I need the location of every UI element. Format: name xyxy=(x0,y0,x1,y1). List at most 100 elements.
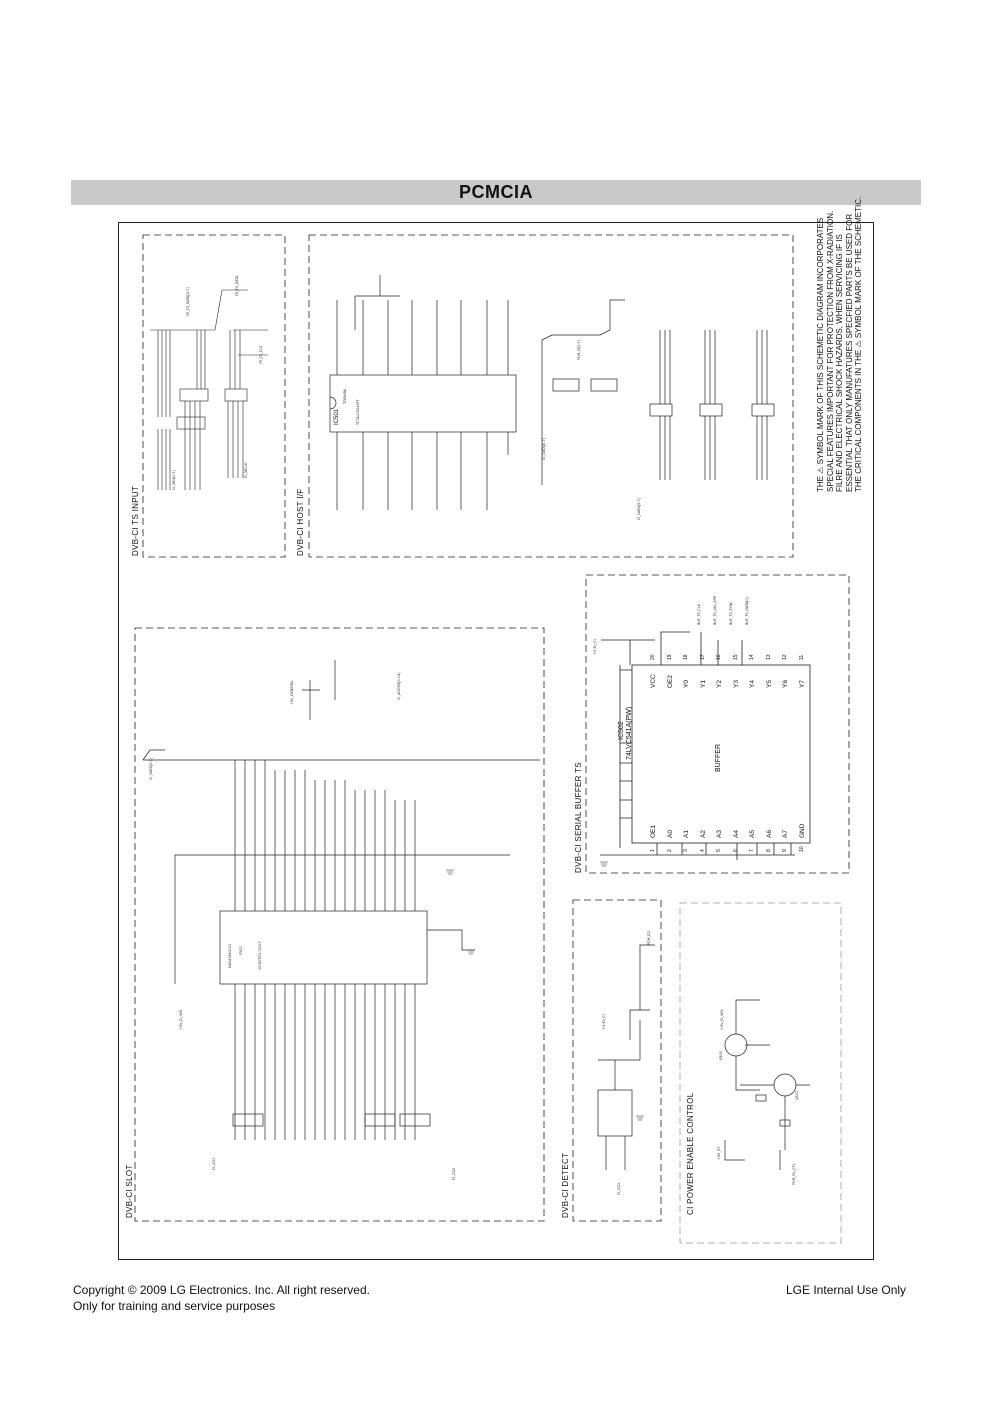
ic502-pin-left: GND xyxy=(798,823,806,838)
safety-note-line: ESSENTIAL THAT ONLY MANUFATURES SPECFIED… xyxy=(844,213,854,492)
svg-text:FE_TS_CLK: FE_TS_CLK xyxy=(259,345,263,364)
section-box-serial-buffer xyxy=(585,574,850,874)
ic502-pin-num-right: 15 xyxy=(732,654,739,660)
ar501 xyxy=(179,388,209,402)
ic502-pin-right: OE2 xyxy=(666,674,674,688)
section-box-slot xyxy=(134,627,545,1222)
ic501-ref: IC501 xyxy=(334,408,340,425)
ic502-pin-num-right: 19 xyxy=(666,654,673,660)
ic502-pin-right: Y2 xyxy=(716,680,723,688)
svg-text:+5V_CI_VIN: +5V_CI_VIN xyxy=(179,1010,183,1030)
section-box-detect xyxy=(572,899,662,1222)
ar505 xyxy=(399,1113,431,1127)
section-title-power-enable: CI POWER ENABLE CONTROL xyxy=(686,1092,695,1215)
ic502-body xyxy=(631,664,811,844)
ic502-pin-left: A4 xyxy=(732,830,740,838)
ic502-pin-left: OE1 xyxy=(650,824,657,838)
internal-use-text: LGE Internal Use Only xyxy=(786,1283,907,1297)
section-title-serial-buffer: DVB-CI SERIAL BUFFER TS xyxy=(574,762,583,873)
svg-text:+3.3V_CI: +3.3V_CI xyxy=(593,639,597,655)
ic502-pin-left: A2 xyxy=(699,830,707,838)
svg-text:CI_MDI[0-7]: CI_MDI[0-7] xyxy=(172,470,176,490)
ic503-body xyxy=(597,1089,633,1137)
ar504 xyxy=(364,1113,396,1127)
svg-text:10067972-000LF: 10067972-000LF xyxy=(258,941,262,970)
ic502-pin-num-left: 9 xyxy=(782,849,788,852)
ar503 xyxy=(232,1113,264,1127)
safety-note-line: SPECIAL FEATURES IMPORTANT FOR PROTECTIO… xyxy=(825,210,835,492)
ic502-pin-num-right: 20 xyxy=(650,654,656,660)
ic502-pin-num-left: 8 xyxy=(765,849,772,852)
page-title: PCMCIA xyxy=(459,182,533,202)
safety-note-line: THE ⚠ SYMBOL MARK OF THIS SCHEMETIC DIAG… xyxy=(816,217,825,492)
ic502-pin-left: A1 xyxy=(683,830,690,838)
purpose-text: Only for training and service purposes xyxy=(73,1299,276,1313)
svg-text:PCM_CD: PCM_CD xyxy=(647,931,651,945)
ic502-pin-num-right: 16 xyxy=(716,654,722,660)
section-title-ts-input: DVB-CI TS INPUT xyxy=(131,485,140,556)
ic502-pin-num-left: 1 xyxy=(650,849,656,852)
ic502-pin-right: Y7 xyxy=(798,680,806,688)
svg-text:+5V_GENERAL: +5V_GENERAL xyxy=(290,680,294,705)
ic502-pin-right: VCC xyxy=(650,674,657,688)
ic502-pin-num-right: 12 xyxy=(782,654,788,660)
copyright-text: Copyright © 2009 LG Electronics. Inc. Al… xyxy=(73,1283,370,1297)
ar500 xyxy=(176,416,206,430)
q500-symbol xyxy=(724,1033,748,1057)
safety-note-line: THE CRITICAL COMPONENTS IN THE ⚠ SYMBOL … xyxy=(854,196,864,492)
section-title-detect: DVB-CI DETECT xyxy=(561,1152,570,1218)
ic502-pin-right: Y0 xyxy=(683,680,690,688)
ic502-pin-num-left: 7 xyxy=(749,849,755,852)
svg-text:Q500: Q500 xyxy=(719,1051,723,1060)
ic502-pin-num-right: 17 xyxy=(699,654,706,660)
section-title-host-if: DVB-CI HOST I/F xyxy=(296,488,305,556)
ic502-pin-num-right: 18 xyxy=(683,654,689,660)
svg-text:PCM_D[0-7]: PCM_D[0-7] xyxy=(577,339,581,360)
ar504-host xyxy=(590,378,618,392)
ic502-pin-num-left: 10 xyxy=(798,846,805,852)
ar506-host xyxy=(699,403,723,417)
title-bar: PCMCIA xyxy=(71,180,921,205)
ar507-host xyxy=(751,403,775,417)
ic502-pin-right: Y3 xyxy=(732,680,740,688)
r541 xyxy=(779,1119,791,1127)
ic502-pin-num-left: 2 xyxy=(666,849,673,852)
ic502-pin-num-left: 3 xyxy=(683,849,689,852)
section-box-ts-input xyxy=(142,234,286,558)
svg-text:CI_CD2: CI_CD2 xyxy=(452,1168,456,1180)
svg-text:FE_TS_DATA[0-7]: FE_TS_DATA[0-7] xyxy=(186,287,190,316)
ic502-part: 74LVC541A(PW) xyxy=(626,706,633,760)
svg-text:+3.3V_CI: +3.3V_CI xyxy=(602,1014,606,1030)
q501-symbol xyxy=(773,1073,797,1097)
ic502-pin-left: A6 xyxy=(765,830,773,838)
schematic-frame xyxy=(118,222,874,1260)
svg-text:EAG41860101: EAG41860101 xyxy=(228,944,232,968)
ic502-pin-right: Y4 xyxy=(749,680,756,688)
svg-text:CI_CD1: CI_CD1 xyxy=(617,1183,621,1195)
ar503-host xyxy=(552,378,580,392)
ic501-body xyxy=(329,374,517,433)
svg-text:PCM_5V_CTL: PCM_5V_CTL xyxy=(792,1163,796,1185)
svg-text:TOSHIBA: TOSHIBA xyxy=(343,388,347,405)
ic502-pin-num-left: 5 xyxy=(716,849,722,852)
svg-text:FE_TS_DATA: FE_TS_DATA xyxy=(235,275,239,296)
ic502-pin-num-right: 11 xyxy=(798,654,805,660)
ic502-pin-num-left: 6 xyxy=(732,849,739,852)
svg-text:Q501: Q501 xyxy=(795,1091,799,1100)
ic502-pin-num-right: 14 xyxy=(749,654,755,660)
svg-text:P500: P500 xyxy=(239,946,243,955)
ic502-pin-right: Y5 xyxy=(765,680,773,688)
section-title-slot: DVB-CI SLOT xyxy=(125,1164,134,1218)
ic502-pin-left: A3 xyxy=(716,830,723,838)
safety-note: THE ⚠ SYMBOL MARK OF THIS SCHEMETIC DIAG… xyxy=(816,196,864,492)
ar505-host xyxy=(649,403,673,417)
svg-text:CI_MCLKI: CI_MCLKI xyxy=(244,463,248,478)
p500-body xyxy=(219,910,428,985)
svg-text:CI_CD1: CI_CD1 xyxy=(212,1158,216,1170)
safety-note-line: FILRE AND ELECTRICAL SHOCK HAZARDS, WHEN… xyxy=(835,234,845,492)
ar502 xyxy=(224,388,248,402)
svg-text:+5V_CI_VIN: +5V_CI_VIN xyxy=(720,1010,724,1030)
ic502-ref: IC502 xyxy=(618,721,625,740)
svg-text:CI_DATA[0-7]: CI_DATA[0-7] xyxy=(637,497,641,520)
